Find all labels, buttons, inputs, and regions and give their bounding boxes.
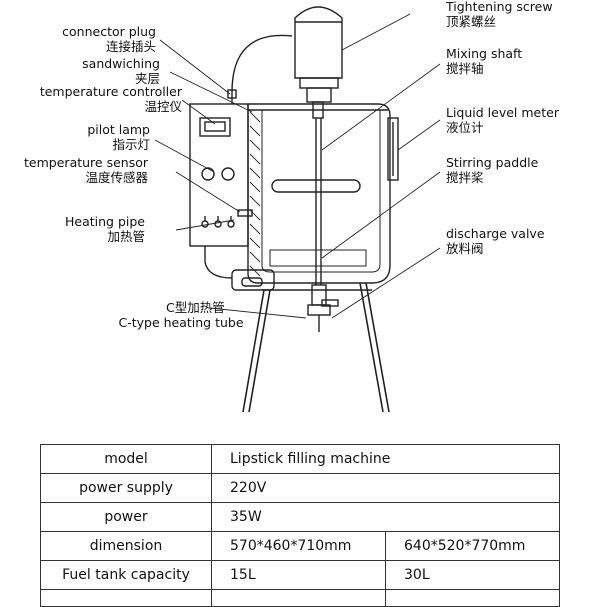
spec-key: Fuel tank capacity [40,560,212,590]
discharge-valve [307,284,339,332]
spec-value: 570*460*710mm [211,531,386,561]
c-heating-tube [231,269,275,291]
label-c-heating-tube: C型加热管 C-type heating tube [118,300,244,330]
table-row: model Lipstick filling machine [40,444,560,474]
spec-value: 30L [385,560,560,590]
table-row [40,589,560,607]
motor [294,6,343,103]
tank [247,103,391,284]
spec-key: power supply [40,473,212,503]
liquid-level-meter [387,117,399,181]
mixing-shaft [312,101,324,285]
table-row: power supply 220V [40,473,560,503]
spec-value: Lipstick filling machine [211,444,560,474]
machine-diagram [154,6,441,413]
spec-value: 35W [211,502,560,532]
table-row: power 35W [40,502,560,532]
spec-value: 15L [211,560,386,590]
control-box [189,103,249,247]
legs [242,282,390,413]
spec-value: 640*520*770mm [385,531,560,561]
spec-key: dimension [40,531,212,561]
stirring-paddle [271,179,361,193]
spec-value: 220V [211,473,560,503]
spec-table: model Lipstick filling machine power sup… [40,444,560,607]
table-row: Fuel tank capacity 15L 30L [40,560,560,590]
spec-key: model [40,444,212,474]
connector-cable [231,34,293,104]
table-row: dimension 570*460*710mm 640*520*770mm [40,531,560,561]
spec-key: power [40,502,212,532]
sandwich-jacket [249,111,261,277]
